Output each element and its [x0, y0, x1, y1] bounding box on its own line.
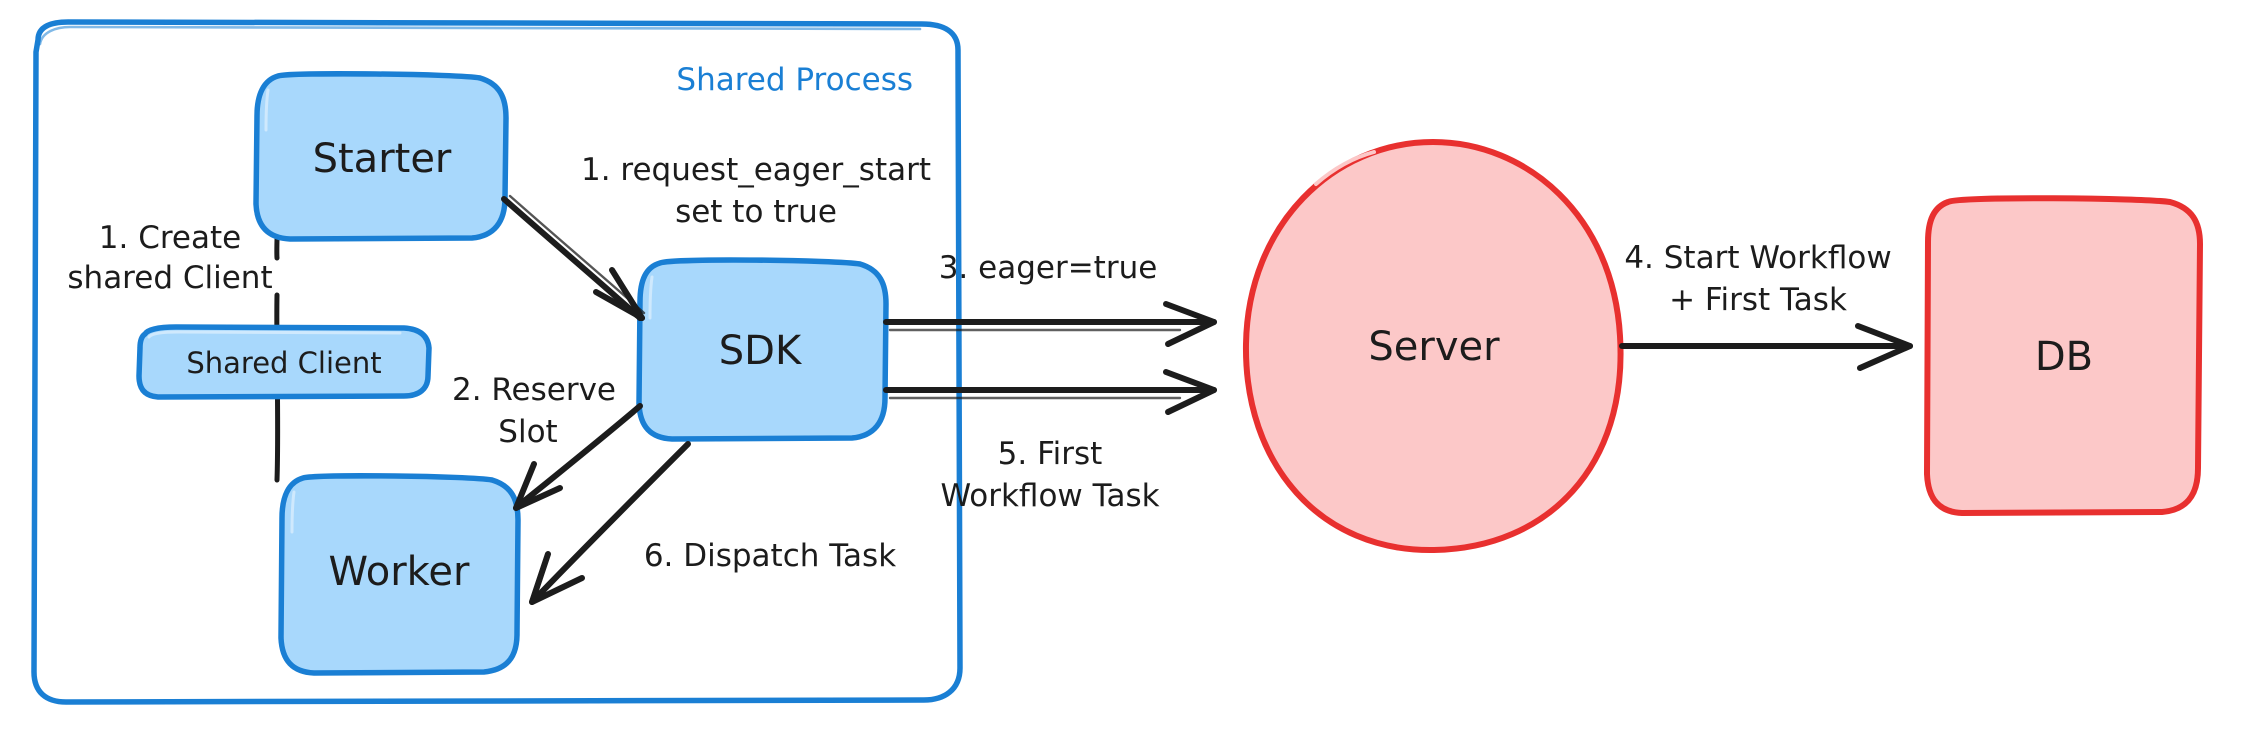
edge-first-workflow-task-arrowhead-a [1163, 369, 1217, 393]
node-sdk-shape [636, 257, 889, 442]
edge-request-eager-start-line [501, 196, 643, 321]
node-starter-highlight [264, 88, 270, 132]
edge-eager-true-arrowhead-b [1165, 319, 1217, 347]
edge-request-eager-start: 1. request_eager_start set to true [501, 152, 931, 321]
node-server-highlight [1314, 150, 1376, 186]
node-db-shape [1924, 195, 2203, 516]
edge-first-workflow-task: 5. First Workflow Task [883, 369, 1217, 514]
edge-reserve-slot-arrowhead-a [513, 485, 563, 511]
edge-start-workflow: 4. Start Workflow + First Task [1619, 240, 1913, 371]
edge-request-eager-start-arrowhead-a [593, 289, 645, 321]
edge-label-first-workflow-task-line2: Workflow Task [940, 478, 1159, 514]
edge-dispatch-task-arrowhead-a [529, 575, 585, 605]
node-starter[interactable]: Starter [253, 71, 509, 242]
edge-start-workflow-arrowhead-a [1855, 323, 1913, 349]
node-label-db: DB [2035, 334, 2093, 380]
node-shared-client-shape [136, 324, 432, 400]
node-label-worker: Worker [329, 549, 470, 595]
edge-reserve-slot: 2. Reserve Slot [452, 372, 643, 511]
edge-label-dispatch-task: 6. Dispatch Task [644, 538, 896, 574]
edge-start-workflow-arrowhead-b [1857, 343, 1913, 371]
node-shared-client-highlight [147, 330, 402, 339]
edge-eager-true-arrowhead-a [1163, 301, 1217, 325]
node-sdk[interactable]: SDK [636, 257, 889, 442]
edge-label-start-workflow-line2: + First Task [1669, 282, 1847, 318]
node-label-server: Server [1368, 324, 1500, 370]
edge-label-eager-true: 3. eager=true [939, 250, 1158, 286]
edge-label-request-eager-start-line2: set to true [675, 194, 837, 230]
node-db[interactable]: DB [1924, 195, 2203, 516]
edge-label-request-eager-start-line1: 1. request_eager_start [581, 152, 931, 188]
edge-label-reserve-slot-line1: 2. Reserve [452, 372, 616, 408]
edge-request-eager-start-arrowhead-b [609, 267, 645, 321]
node-label-starter: Starter [313, 136, 452, 182]
edge-label-create-shared-client-line1: 1. Create [99, 220, 241, 256]
edge-eager-true: 3. eager=true [883, 250, 1217, 347]
edge-create-shared-client: 1. Create shared Client [67, 172, 281, 483]
edge-label-create-shared-client-line2: shared Client [67, 260, 272, 296]
node-label-sdk: SDK [719, 328, 803, 374]
shared-process-boundary-sketch [38, 25, 922, 46]
edge-label-start-workflow-line1: 4. Start Workflow [1624, 240, 1891, 276]
edge-dispatch-task-arrowhead-b [529, 551, 551, 605]
edge-reserve-slot-line [515, 403, 643, 509]
node-server-shape [1242, 139, 1624, 554]
node-server[interactable]: Server [1242, 139, 1624, 554]
node-label-shared-client: Shared Client [186, 346, 381, 380]
node-db-highlight [1934, 218, 1940, 268]
edge-first-workflow-task-arrowhead-b [1165, 387, 1217, 415]
group-title-shared-process: Shared Process [676, 62, 913, 98]
edge-label-first-workflow-task-line1: 5. First [998, 436, 1103, 472]
edge-reserve-slot-arrowhead-b [513, 461, 537, 511]
node-worker-highlight [290, 490, 296, 534]
node-starter-shape [253, 71, 509, 242]
node-worker-shape [278, 473, 521, 676]
node-shared-client[interactable]: Shared Client [136, 324, 432, 400]
edge-dispatch-task: 6. Dispatch Task [529, 441, 896, 605]
node-worker[interactable]: Worker [278, 473, 521, 676]
edge-label-reserve-slot-line2: Slot [498, 414, 557, 450]
node-sdk-highlight [648, 275, 654, 320]
edge-dispatch-task-line [531, 441, 691, 603]
